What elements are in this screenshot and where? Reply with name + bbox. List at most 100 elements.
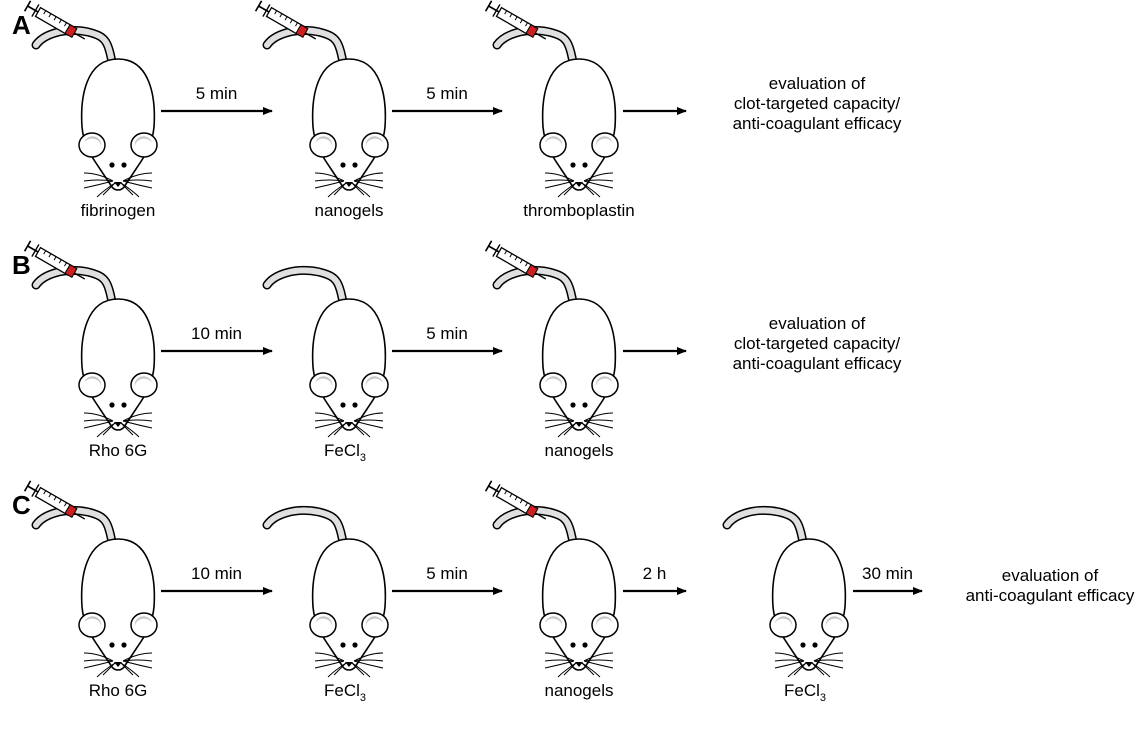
mouse-eye [109,642,114,647]
mouse-treatment-label: nanogels [544,441,613,460]
mouse-body [82,299,155,430]
mouse-eye [352,162,357,167]
mouse-eye [800,642,805,647]
mouse-eye [121,642,126,647]
mouse-body [543,539,616,670]
time-interval-label: 10 min [191,324,242,343]
mouse-whisker [558,423,576,437]
mouse-whisker [354,420,383,421]
mouse-whisker [84,660,113,661]
mouse-eye [812,642,817,647]
mouse-whisker [788,663,806,677]
mouse [485,0,618,197]
mouse-whisker [775,660,804,661]
time-interval-label: 5 min [426,564,468,583]
mouse-whisker [84,420,113,421]
mouse-eye [352,402,357,407]
mouse-eye [582,642,587,647]
mouse-body [82,59,155,190]
mouse-whisker [123,180,152,181]
time-interval-label: 5 min [426,84,468,103]
mouse-body [313,299,386,430]
evaluation-text: clot-targeted capacity/ [734,94,901,113]
mouse-treatment-label: fibrinogen [81,201,156,220]
panel-letter: B [12,250,31,280]
mouse-whisker [582,663,600,677]
mouse [485,240,618,437]
time-interval-label: 2 h [643,564,667,583]
mouse-whisker [121,423,139,437]
mouse [485,480,618,677]
evaluation-text: anti-coagulant efficacy [733,354,902,373]
evaluation-text: evaluation of [769,74,866,93]
mouse-whisker [545,660,574,661]
mouse-eye [121,162,126,167]
mouse-eye [109,162,114,167]
mouse-whisker [315,420,344,421]
mouse-whisker [97,663,115,677]
mouse [267,270,388,437]
mouse-whisker [328,423,346,437]
mouse-eye [570,402,575,407]
mouse-body [82,539,155,670]
mouse-whisker [123,660,152,661]
evaluation-text: anti-coagulant efficacy [733,114,902,133]
mouse [24,480,157,677]
mouse-body [543,299,616,430]
mouse-treatment-label: FeCl3 [324,681,366,704]
mouse-treatment-label: nanogels [314,201,383,220]
mouse [267,510,388,677]
mouse-whisker [812,663,830,677]
mouse-whisker [315,660,344,661]
mouse-eye [582,162,587,167]
mouse-eye [352,642,357,647]
mouse-whisker [328,663,346,677]
mouse-whisker [558,183,576,197]
evaluation-text: anti-coagulant efficacy [966,586,1135,605]
mouse-eye [109,402,114,407]
mouse-whisker [121,183,139,197]
syringe-icon [24,480,88,525]
mouse-treatment-label: Rho 6G [89,441,148,460]
mouse-eye [121,402,126,407]
mouse-whisker [84,180,113,181]
syringe-icon [485,480,549,525]
mouse-eye [340,162,345,167]
mouse-eye [570,162,575,167]
mouse-whisker [352,183,370,197]
mouse-treatment-label: FeCl3 [324,441,366,464]
mouse-eye [340,402,345,407]
evaluation-text: clot-targeted capacity/ [734,334,901,353]
mouse-whisker [352,423,370,437]
time-interval-label: 30 min [862,564,913,583]
mouse-whisker [584,180,613,181]
mouse-treatment-label: FeCl3 [784,681,826,704]
syringe-icon [24,0,88,45]
mouse [727,510,848,677]
evaluation-text: evaluation of [769,314,866,333]
mouse-whisker [97,423,115,437]
mouse-whisker [584,420,613,421]
panel-letter: A [12,10,31,40]
mouse-treatment-label: nanogels [544,681,613,700]
mouse-whisker [584,660,613,661]
mouse-whisker [558,663,576,677]
mouse-whisker [97,183,115,197]
mouse-whisker [545,180,574,181]
mouse [255,0,388,197]
mouse-body [773,539,846,670]
mouse [24,240,157,437]
time-interval-label: 10 min [191,564,242,583]
time-interval-label: 5 min [196,84,238,103]
mouse-body [543,59,616,190]
syringe-icon [24,240,88,285]
syringe-icon [485,240,549,285]
panel-c: CRho 6GFeCl3nanogelsFeCl310 min5 min2 h3… [12,480,1135,704]
mouse-whisker [121,663,139,677]
mouse-eye [582,402,587,407]
mouse-eye [570,642,575,647]
mouse-whisker [123,420,152,421]
mouse-whisker [352,663,370,677]
mouse-whisker [545,420,574,421]
